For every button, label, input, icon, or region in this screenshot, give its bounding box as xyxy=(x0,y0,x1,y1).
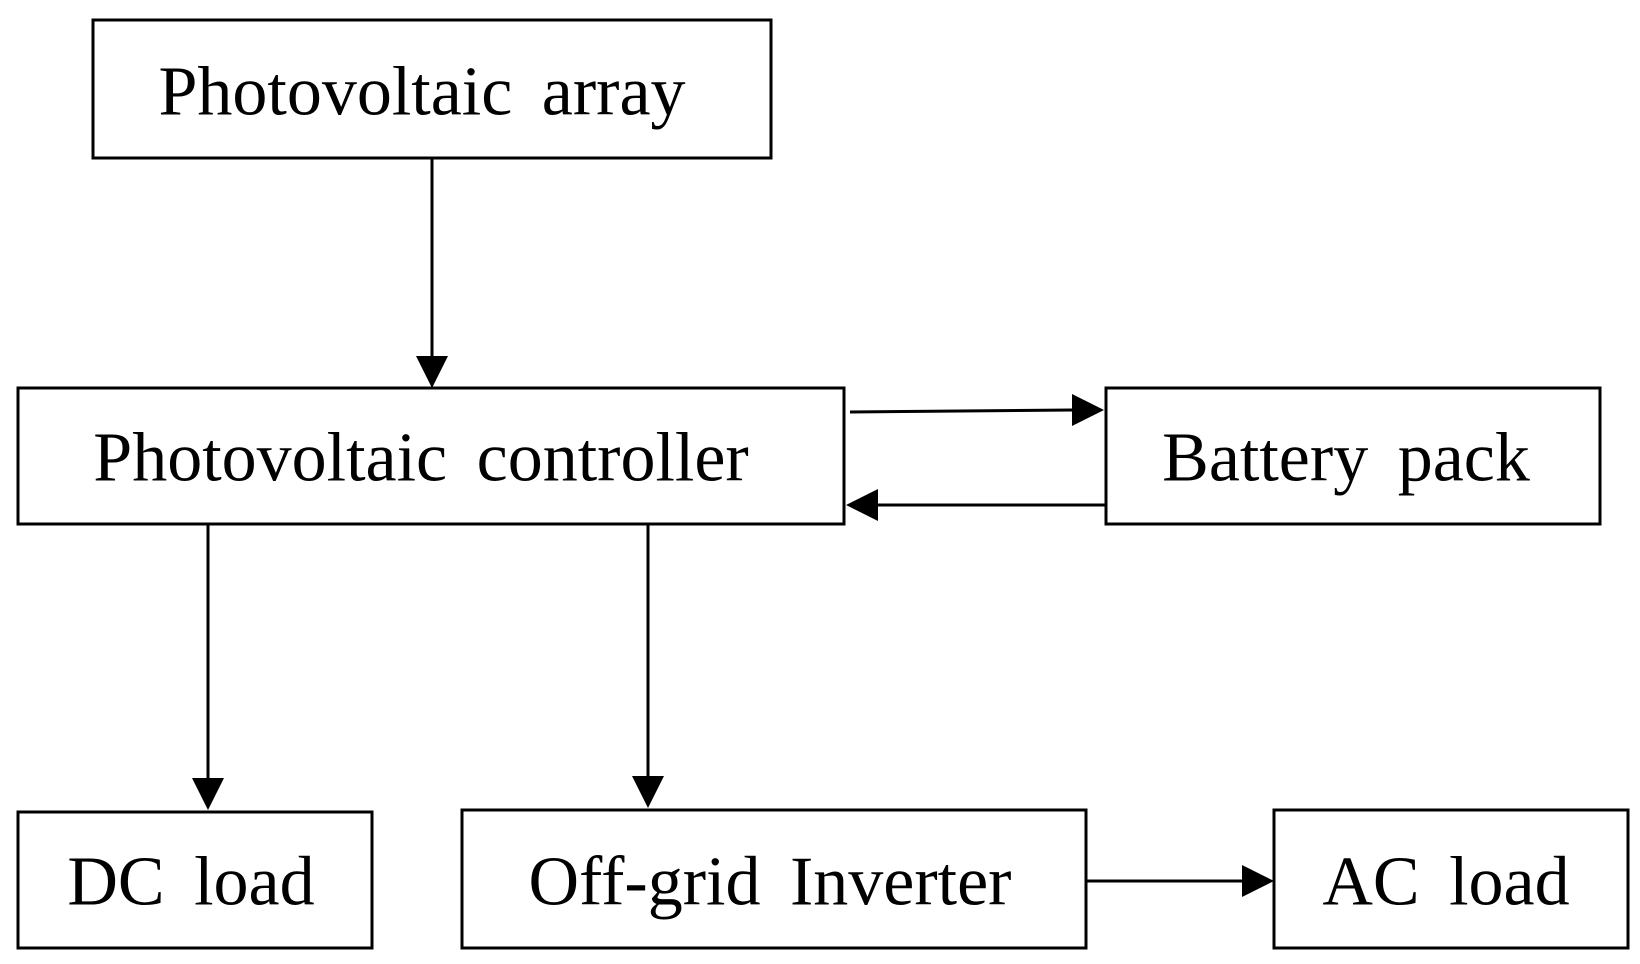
node-battery-pack-label: Battery pack xyxy=(1162,420,1530,497)
node-ac-load: AC load xyxy=(1272,808,1630,950)
node-inverter: Off-grid Inverter xyxy=(460,808,1088,950)
node-inverter-label: Off-grid Inverter xyxy=(529,844,1012,921)
arrow-inverter-to-ac-load xyxy=(1086,865,1274,897)
node-pv-array-label: Photovoltaic array xyxy=(158,54,685,131)
arrow-battery-to-controller xyxy=(846,489,1106,521)
arrow-pv-array-to-controller xyxy=(416,158,448,388)
node-battery-pack: Battery pack xyxy=(1104,386,1602,526)
node-pv-controller-label: Photovoltaic controller xyxy=(93,420,748,497)
node-dc-load-label: DC load xyxy=(67,844,314,921)
node-pv-controller: Photovoltaic controller xyxy=(16,386,846,526)
node-ac-load-label: AC load xyxy=(1322,844,1569,921)
arrow-controller-to-inverter xyxy=(632,524,664,808)
arrow-controller-to-dc-load xyxy=(192,524,224,810)
arrow-controller-to-battery xyxy=(849,394,1104,426)
node-dc-load: DC load xyxy=(16,810,374,950)
node-pv-array: Photovoltaic array xyxy=(91,18,773,160)
